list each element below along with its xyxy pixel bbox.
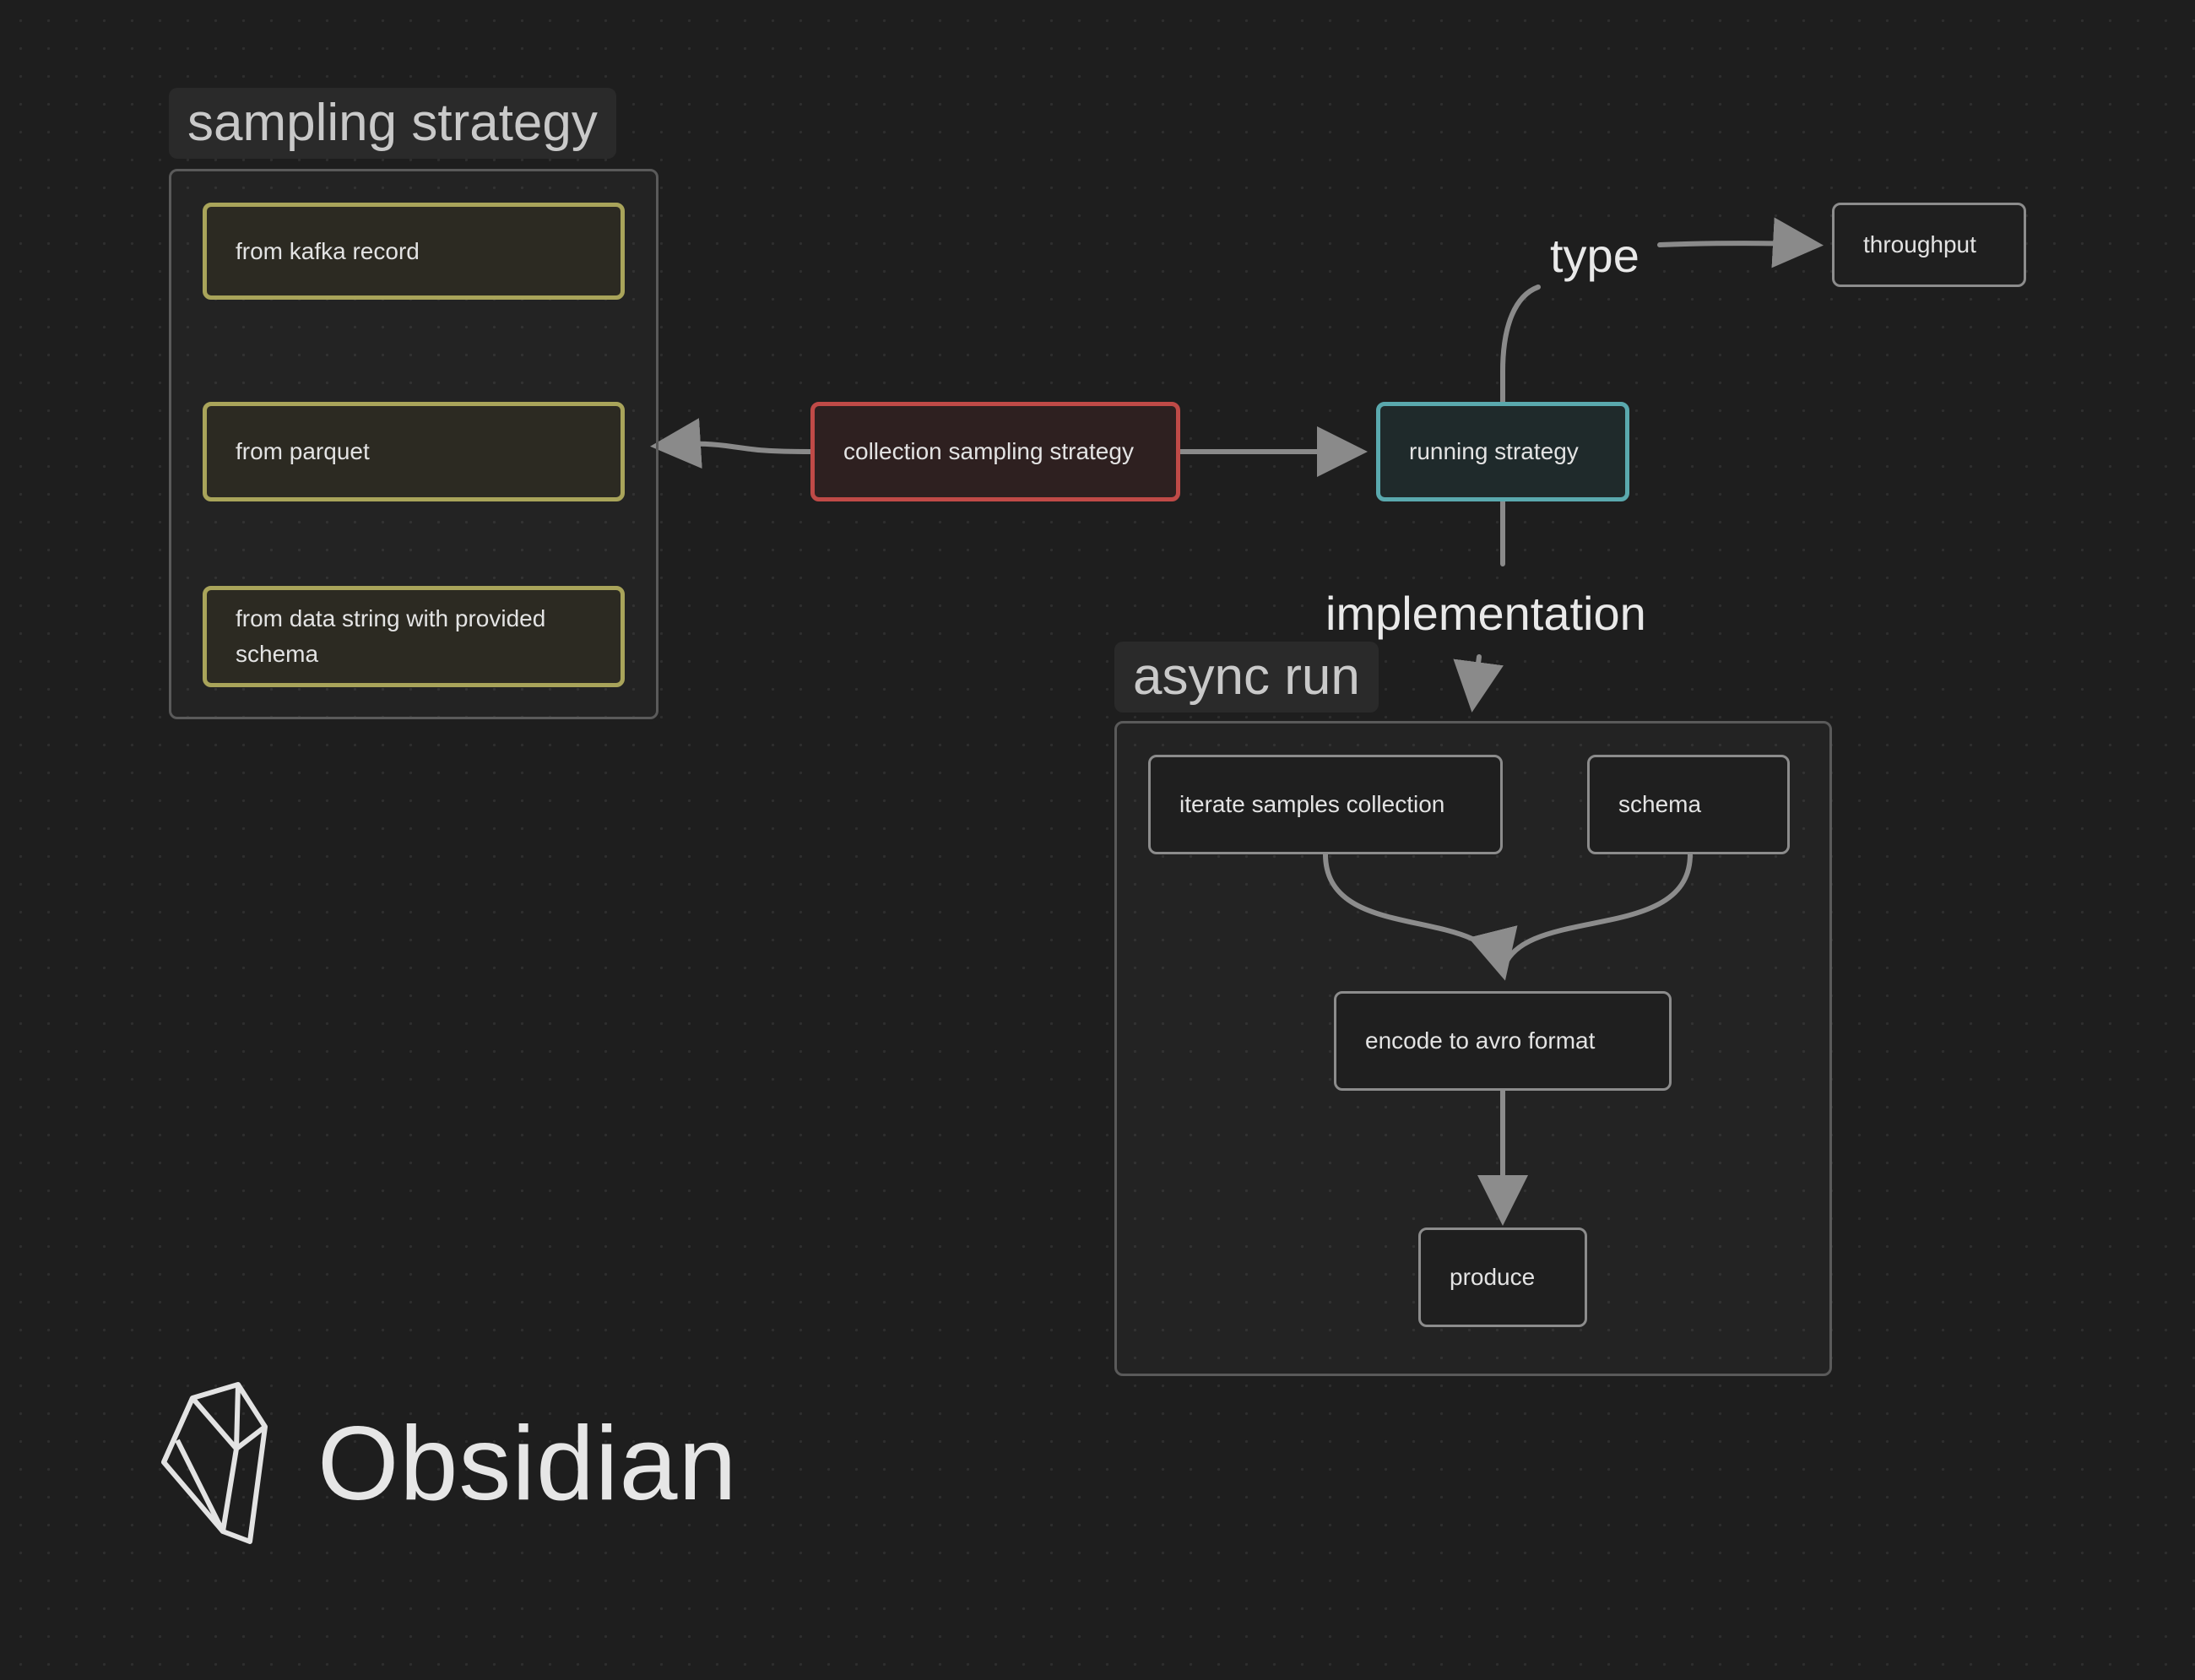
node-produce[interactable]: produce: [1418, 1227, 1587, 1327]
node-collection-sampling-strategy[interactable]: collection sampling strategy: [810, 402, 1180, 501]
node-encode-to-avro-format[interactable]: encode to avro format: [1334, 991, 1672, 1091]
edge-running-to-type: [1500, 285, 1541, 406]
group-label-sampling-strategy[interactable]: sampling strategy: [169, 88, 616, 159]
obsidian-logo: Obsidian: [160, 1381, 737, 1547]
edge-collection-to-sampling: [650, 418, 813, 469]
group-sampling-strategy[interactable]: [169, 169, 658, 719]
node-schema[interactable]: schema: [1587, 755, 1790, 854]
node-throughput[interactable]: throughput: [1832, 203, 2026, 287]
edge-implementation-to-async: [1453, 654, 1504, 713]
obsidian-crystal-icon: [161, 1382, 268, 1544]
node-from-parquet[interactable]: from parquet: [203, 402, 625, 501]
node-iterate-samples-collection[interactable]: iterate samples collection: [1148, 755, 1503, 854]
node-from-kafka-record[interactable]: from kafka record: [203, 203, 625, 300]
group-async-run[interactable]: [1114, 721, 1832, 1376]
edge-label-implementation: implementation: [1317, 584, 1655, 643]
node-from-data-string[interactable]: from data string with provided schema: [203, 586, 625, 687]
group-label-async-run[interactable]: async run: [1114, 642, 1379, 713]
logo-text: Obsidian: [317, 1406, 738, 1522]
edge-label-type: type: [1542, 226, 1648, 285]
node-running-strategy[interactable]: running strategy: [1376, 402, 1629, 501]
edge-type-to-throughput: [1657, 217, 1824, 268]
